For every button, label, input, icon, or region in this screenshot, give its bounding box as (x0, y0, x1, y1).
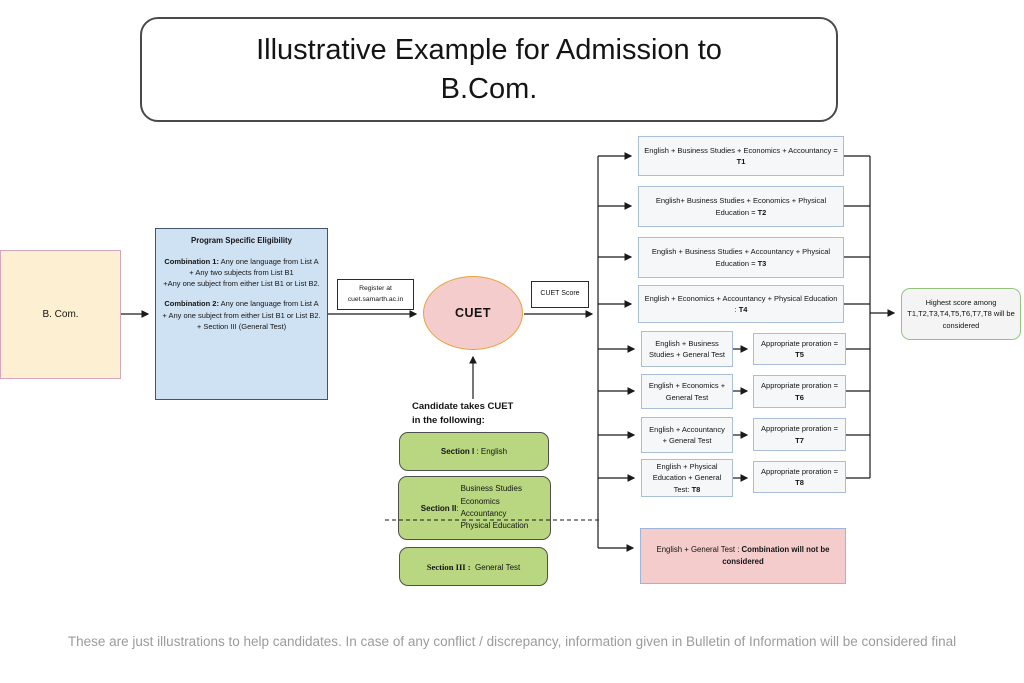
section-2-subject: Accountancy (460, 509, 507, 518)
subject-box-t5-text: English + Business Studies + General Tes… (649, 338, 725, 359)
combination-2-line3: + Section III (General Test) (196, 321, 287, 331)
section-2-label: Section II (420, 503, 457, 513)
result-box-t1-text: English + Business Studies + Economics +… (644, 145, 838, 166)
result-box-t4: English + Economics + Accountancy + Phys… (638, 285, 844, 323)
proration-box-t5-text: Appropriate proration = T5 (761, 338, 838, 359)
eligibility-heading: Program Specific Eligibility (191, 236, 292, 245)
section-2-subject-list: Business Studies Economics Accountancy P… (461, 483, 529, 533)
candidate-note-line1: Candidate takes CUET (412, 401, 514, 412)
result-box-t2: English+ Business Studies + Economics + … (638, 186, 844, 227)
register-note-box: Register at cuet.samarth.ac.in (337, 279, 414, 310)
highest-score-box: Highest score among T1,T2,T3,T4,T5,T6,T7… (901, 288, 1021, 340)
section-2-separator: : (456, 503, 459, 513)
proration-box-t6-text: Appropriate proration = T6 (761, 381, 838, 402)
highest-score-text: Highest score among T1,T2,T3,T4,T5,T6,T7… (907, 298, 1015, 330)
result-box-t1: English + Business Studies + Economics +… (638, 136, 844, 176)
subject-box-t6-text: English + Economics + General Test (648, 381, 726, 402)
cuet-node-label: CUET (454, 306, 492, 320)
result-box-t2-text: English+ Business Studies + Economics + … (655, 196, 827, 217)
subject-box-t5: English + Business Studies + General Tes… (641, 331, 733, 367)
combination-1-line2: + Any two subjects from List B1 (189, 267, 294, 277)
eligibility-combination-1: Combination 1: Any one language from Lis… (159, 256, 324, 290)
section-3-text: Section III : General Test (426, 561, 521, 572)
combination-2-label: Combination 2: (164, 299, 219, 309)
subject-box-t8-text: English + Physical Education + General T… (652, 462, 722, 494)
section-2-subject: Business Studies (460, 484, 522, 494)
proration-box-t7: Appropriate proration = T7 (753, 418, 846, 451)
diagram-title-line1: Illustrative Example for Admission to (256, 34, 722, 67)
proration-box-t5: Appropriate proration = T5 (753, 333, 846, 365)
combination-1-line3: +Any one subject from either List B1 or … (163, 279, 320, 289)
candidate-note-line2: in the following: (412, 414, 485, 426)
subject-box-t6: English + Economics + General Test (641, 374, 733, 409)
score-merge-lines (844, 155, 871, 479)
proration-box-t7-text: Appropriate proration = T7 (761, 424, 838, 445)
eligibility-combination-2: Combination 2: Any one language from Lis… (159, 298, 324, 332)
proration-box-t8: Appropriate proration = T8 (753, 461, 846, 493)
combination-2-line2: + Any one subject from either List B1 or… (162, 310, 321, 320)
subject-box-t7: English + Accountancy + General Test (641, 417, 733, 453)
subject-box-t7-text: English + Accountancy + General Test (649, 424, 725, 445)
proration-box-t6: Appropriate proration = T6 (753, 375, 846, 408)
disclaimer-footer: These are just illustrations to help can… (0, 632, 1024, 652)
section-2-subject: Physical Education (460, 521, 529, 531)
not-considered-text: English + General Test : Combination wil… (656, 545, 830, 566)
disclaimer-text: These are just illustrations to help can… (67, 634, 957, 649)
program-node-bcom: B. Com. (0, 250, 121, 379)
combination-1-text: Any one language from List A (218, 256, 319, 266)
combination-2-text: Any one language from List A (218, 299, 319, 309)
proration-box-t8-text: Appropriate proration = T8 (761, 466, 838, 487)
register-note-line1: Register at (359, 285, 392, 293)
section-2-box: Section II : Business Studies Economics … (398, 476, 551, 540)
result-box-t4-text: English + Economics + Accountancy + Phys… (644, 293, 838, 314)
result-box-t3-text: English + Business Studies + Accountancy… (651, 247, 831, 268)
not-considered-box: English + General Test : Combination wil… (640, 528, 846, 584)
subject-box-t8: English + Physical Education + General T… (641, 459, 733, 497)
program-node-label: B. Com. (42, 309, 79, 320)
combination-1-label: Combination 1: (164, 256, 219, 266)
diagram-title-line2: B.Com. (440, 72, 538, 105)
section-3-box: Section III : General Test (399, 547, 548, 586)
cuet-score-box: CUET Score (531, 281, 589, 308)
eligibility-node: Program Specific Eligibility Combination… (155, 228, 328, 400)
result-box-t3: English + Business Studies + Accountancy… (638, 237, 844, 278)
candidate-note: Candidate takes CUET in the following: (412, 400, 582, 428)
diagram-title-box: Illustrative Example for Admission to B.… (140, 17, 838, 122)
section-1-text: Section I : English (440, 447, 508, 456)
cuet-node: CUET (423, 276, 523, 350)
section-2-subject: Economics (460, 496, 500, 506)
section-1-box: Section I : English (399, 432, 549, 471)
cuet-score-label: CUET Score (540, 290, 580, 298)
register-note-line2: cuet.samarth.ac.in (347, 295, 404, 303)
